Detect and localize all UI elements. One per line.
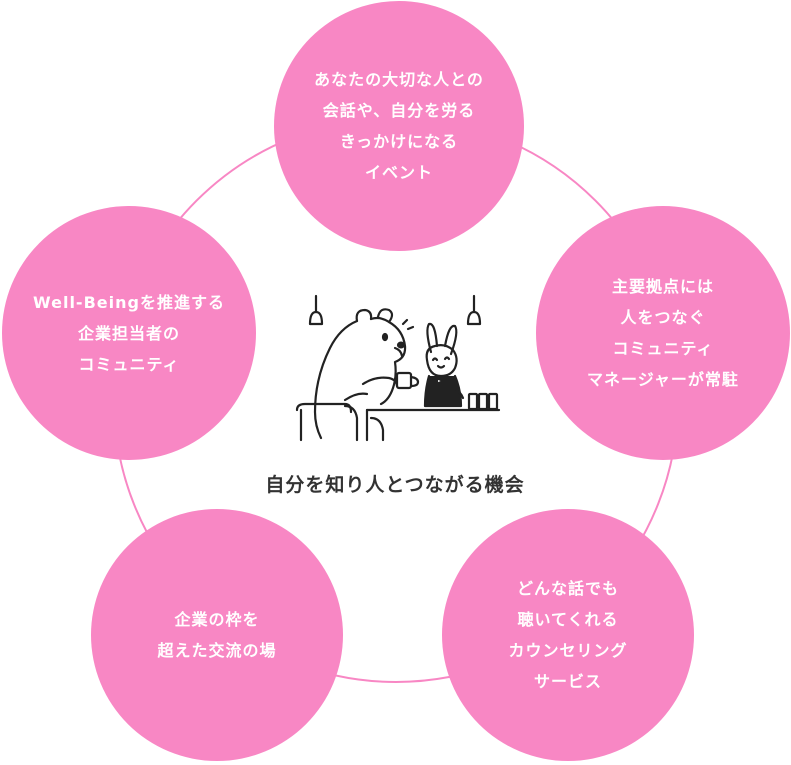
cafe-counter	[365, 408, 501, 442]
node-community-manager-line-1: 主要拠点には	[611, 277, 714, 296]
node-events-line-2: 会話や、自分を労る	[322, 101, 476, 120]
node-community-manager: 主要拠点には 人をつなぐ コミュニティ マネージャーが常駐	[536, 206, 790, 460]
bear-figure	[295, 308, 420, 442]
node-wellbeing-community-line-3: コミュニティ	[78, 354, 180, 374]
bear-rabbit-cafe-illustration	[295, 294, 501, 442]
node-counseling-line-2: 聴いてくれる	[517, 610, 619, 629]
node-events-line-1: あなたの大切な人との	[314, 70, 484, 89]
node-wellbeing-community-line-2: 企業担当者の	[77, 323, 180, 343]
node-counseling-line-1: どんな話でも	[516, 579, 619, 598]
node-events-line-4: イベント	[364, 163, 433, 182]
node-cross-company: 企業の枠を 超えた交流の場	[91, 509, 343, 761]
node-wellbeing-community-line-1: Well-Beingを推進する	[33, 292, 225, 312]
node-cross-company-line-2: 超えた交流の場	[157, 641, 277, 660]
node-community-manager-line-3: コミュニティ	[612, 339, 714, 358]
node-cross-company-line-1: 企業の枠を	[174, 610, 260, 629]
node-community-manager-line-2: 人をつなぐ	[620, 308, 706, 327]
center-caption: 自分を知り人とつながる機会	[265, 474, 525, 496]
node-counseling-line-3: カウンセリング	[508, 641, 628, 660]
node-wellbeing-community: Well-Beingを推進する 企業担当者の コミュニティ	[2, 206, 256, 460]
pendant-lamp-right	[466, 294, 482, 326]
node-events-line-3: きっかけになる	[339, 132, 459, 151]
node-counseling: どんな話でも 聴いてくれる カウンセリング サービス	[442, 509, 694, 761]
node-events: あなたの大切な人との 会話や、自分を労る きっかけになる イベント	[274, 1, 524, 251]
node-counseling-line-4: サービス	[533, 672, 602, 691]
node-community-manager-line-4: マネージャーが常駐	[587, 370, 739, 389]
pendant-lamp-left	[308, 294, 324, 326]
rabbit-figure	[423, 322, 465, 408]
cups-on-counter	[467, 392, 499, 411]
